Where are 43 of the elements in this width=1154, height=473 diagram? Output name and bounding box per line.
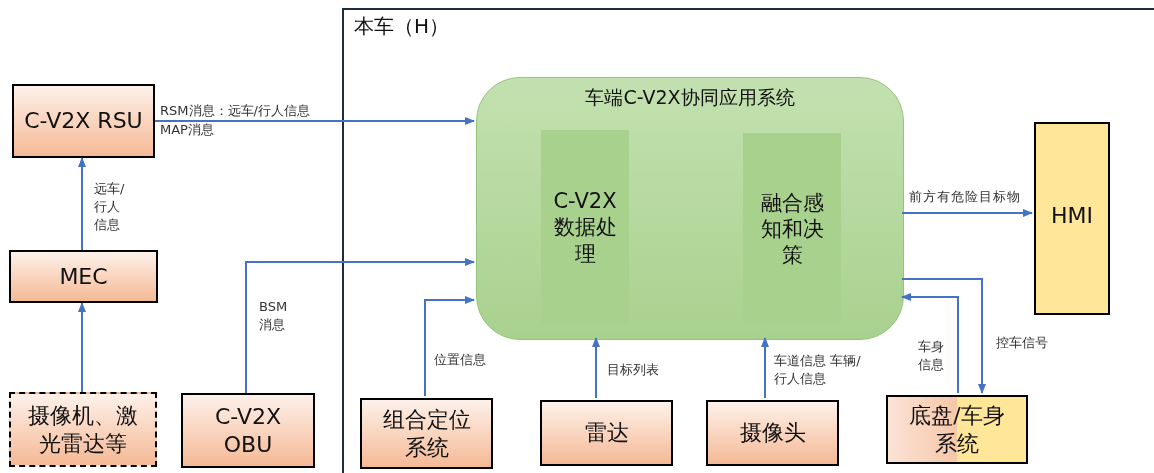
arrow	[245, 258, 475, 394]
process-box	[1034, 122, 1110, 315]
box-label: 摄像机、激光雷达等	[27, 402, 139, 457]
edge-label: RSM消息：远车/行人信息 MAP消息	[160, 102, 311, 139]
edge-label: 目标列表	[607, 361, 659, 379]
box-label: 底盘/车身系统	[908, 402, 1006, 457]
box-label: 本车（H）	[354, 14, 450, 39]
box-label: 雷达	[584, 419, 629, 447]
arrow	[424, 296, 475, 397]
arrow	[761, 337, 769, 399]
process-box	[706, 400, 839, 466]
edge-label: 远车/行人信息	[94, 180, 126, 234]
arrow	[901, 209, 1033, 217]
arrow	[154, 117, 475, 125]
arrow	[78, 302, 86, 393]
dashed-box	[9, 392, 157, 467]
box-label: 车端C-V2X协同应用系统	[585, 86, 795, 110]
edge-label: BSM消息	[259, 298, 289, 334]
box-label: 组合定位系统	[381, 406, 472, 461]
box-label: HMI	[1051, 202, 1093, 230]
process-box	[540, 400, 673, 466]
edge-label: 前方有危险目标物	[909, 188, 1021, 206]
box-label: C-V2X RSU	[24, 107, 143, 135]
box-label: 融合感知和决策	[759, 189, 825, 269]
box-label: C-V2X OBU	[213, 403, 283, 458]
process-box	[9, 250, 158, 303]
system-panel	[476, 77, 904, 340]
arrow	[901, 293, 959, 394]
process-box	[181, 393, 315, 468]
arrow	[901, 278, 986, 394]
process-box	[12, 84, 155, 158]
arrow	[78, 157, 86, 251]
vehicle-boundary	[342, 8, 1154, 473]
process-box	[360, 398, 493, 469]
edge-label: 位置信息	[434, 351, 486, 369]
process-box	[886, 395, 1028, 464]
edge-label: 车道信息 车辆/行人信息	[774, 352, 862, 388]
edge-label: 控车信号	[996, 334, 1048, 352]
box-label: C-V2X 数据处理	[553, 188, 617, 267]
edge-label: 车身信息	[918, 338, 945, 374]
box-label: MEC	[59, 262, 108, 291]
box-label: 摄像头	[739, 419, 806, 447]
arrow	[592, 337, 600, 399]
